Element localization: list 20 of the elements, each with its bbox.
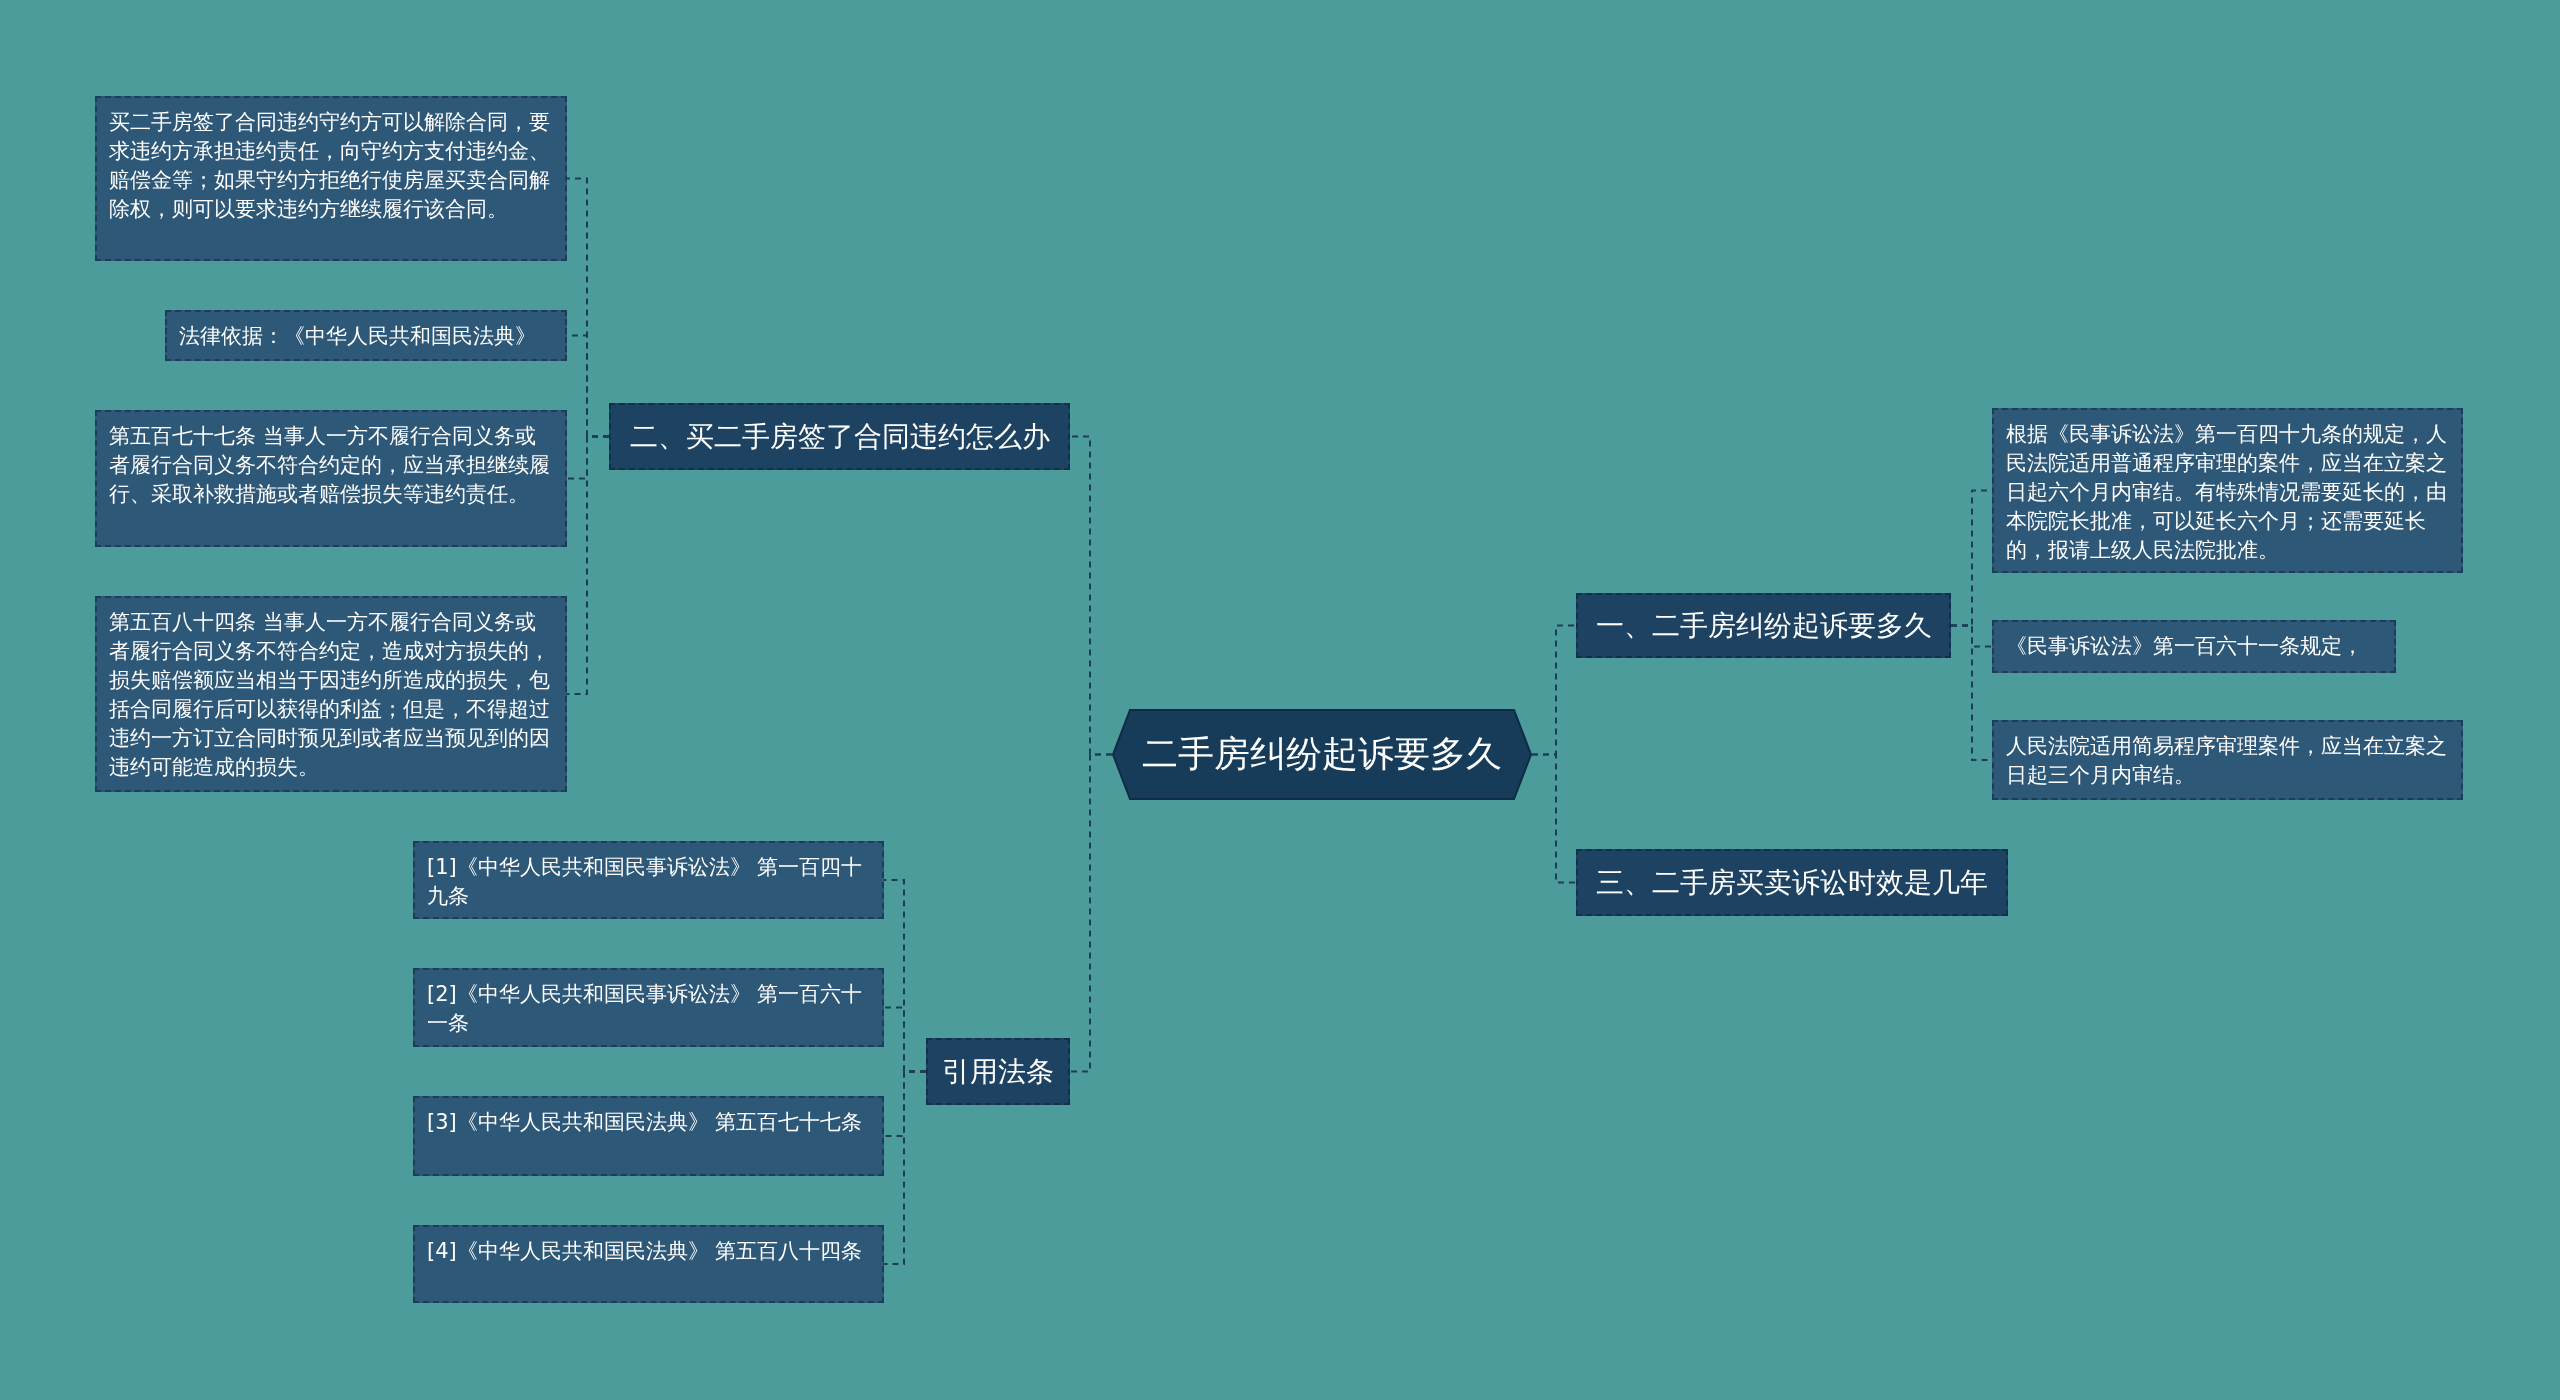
text-box: 第五百七十七条 当事人一方不履行合同义务或者履行合同义务不符合约定的，应当承担继续履行、采取补救措施或者赔偿损失等违约责任。 — [95, 410, 567, 547]
topic-box: 三、二手房买卖诉讼时效是几年 — [1576, 849, 2008, 916]
text-box: 法律依据：《中华人民共和国民法典》 — [165, 310, 567, 361]
text-box: 买二手房签了合同违约守约方可以解除合同，要求违约方承担违约责任，向守约方支付违约金、赔偿金等；如果守约方拒绝行使房屋买卖合同解除权，则可以要求违约方继续履行该合同。 — [95, 96, 567, 261]
text-box: [2]《中华人民共和国民事诉讼法》 第一百六十一条 — [413, 968, 884, 1047]
text-box: [4]《中华人民共和国民法典》 第五百八十四条 — [413, 1225, 884, 1303]
topic-hexagon: 二手房纠纷起诉要多久 — [1112, 709, 1532, 800]
topic-box: 引用法条 — [926, 1038, 1070, 1105]
connector-line — [1531, 753, 1577, 884]
text-box: [3]《中华人民共和国民法典》 第五百七十七条 — [413, 1096, 884, 1176]
text-box: 根据《民事诉讼法》第一百四十九条的规定，人民法院适用普通程序审理的案件，应当在立案之日起六个月内审结。有特殊情况需要延长的，由本院院长批准，可以延长六个月；还需要延长的，报请上级人民法院批准。 — [1992, 408, 2463, 573]
topic-box: 二、买二手房签了合同违约怎么办 — [609, 403, 1070, 470]
text-box: 《民事诉讼法》第一百六十一条规定， — [1992, 620, 2396, 673]
text-box: [1]《中华人民共和国民事诉讼法》 第一百四十九条 — [413, 841, 884, 919]
connector-line — [883, 1070, 927, 1265]
text-box: 第五百八十四条 当事人一方不履行合同义务或者履行合同义务不符合约定，造成对方损失的，损失赔偿额应当相当于因违约所造成的损失，包括合同履行后可以获得的利益；但是，不得超过违约一方订立合同时预见到或者应当预见到的因违约可能造成的损失。 — [95, 596, 567, 792]
text-box: 人民法院适用简易程序审理案件，应当在立案之日起三个月内审结。 — [1992, 720, 2463, 800]
topic-box: 一、二手房纠纷起诉要多久 — [1576, 593, 1951, 658]
connector-line — [1069, 753, 1113, 1073]
connector-line — [566, 435, 610, 695]
